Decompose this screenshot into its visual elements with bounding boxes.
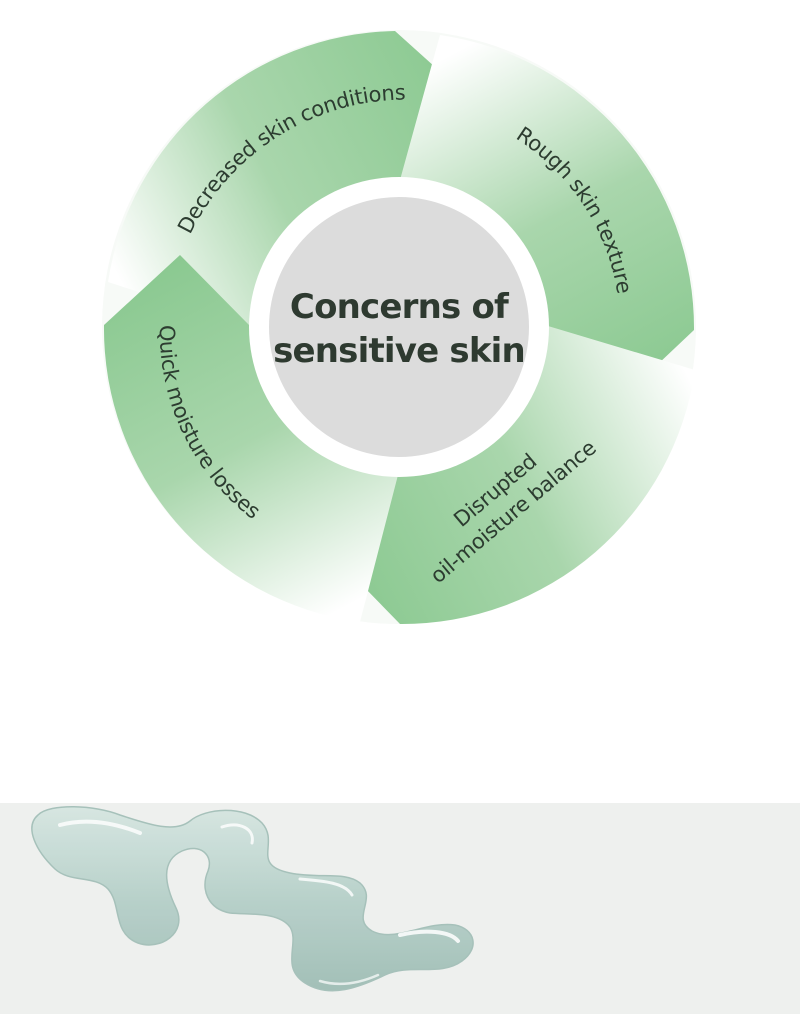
segment-bottom-arrow: [328, 326, 695, 625]
concerns-cycle-diagram: Concerns of sensitive skin Decreased ski…: [102, 30, 696, 625]
segment-left-arrow: [103, 255, 398, 622]
gel-swirl: [31, 806, 474, 992]
segment-top-arrow: [108, 31, 475, 328]
center-circle: [269, 197, 529, 457]
center-title-line1: Concerns of: [290, 287, 510, 327]
segment-right-arrow: [400, 35, 695, 400]
gel-swirl-image: [31, 806, 474, 992]
center-title-line2: sensitive skin: [273, 331, 525, 371]
texture-swatch-band: [0, 803, 800, 1014]
